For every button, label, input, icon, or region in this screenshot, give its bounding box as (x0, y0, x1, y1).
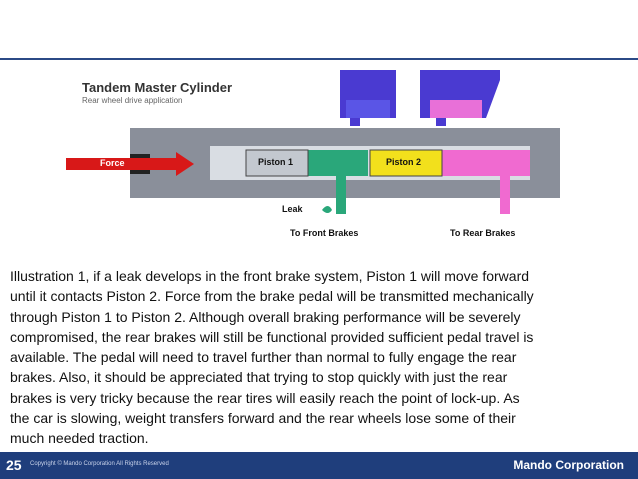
front-chamber-fluid (298, 150, 368, 176)
diagram-title: Tandem Master Cylinder (82, 80, 233, 95)
force-arrow-shaft (66, 158, 176, 170)
rear-brakes-label: To Rear Brakes (450, 228, 516, 238)
master-cylinder-diagram: Tandem Master Cylinder Rear wheel drive … (60, 70, 580, 250)
force-label: Force (100, 158, 125, 168)
piston-1-label: Piston 1 (258, 157, 294, 167)
force-arrow-head (176, 152, 194, 176)
piston-2-label: Piston 2 (386, 157, 422, 167)
front-outlet-pipe (336, 176, 346, 214)
leak-label: Leak (282, 204, 303, 214)
rear-outlet-pipe (500, 176, 510, 214)
rear-reservoir-fluid (430, 100, 482, 118)
copyright-text: Copyright © Mando Corporation All Rights… (30, 461, 169, 467)
page-number: 25 (6, 457, 22, 473)
footer-bar: 25 Copyright © Mando Corporation All Rig… (0, 452, 638, 479)
diagram-subtitle: Rear wheel drive application (82, 96, 183, 105)
piston-2 (369, 149, 443, 177)
rear-chamber-fluid (440, 150, 530, 176)
header-divider (0, 58, 638, 60)
cylinder-illustration (66, 70, 560, 214)
brand-name: Mando Corporation (513, 458, 624, 472)
piston-1 (245, 149, 309, 177)
leak-drop (322, 206, 332, 213)
front-brakes-label: To Front Brakes (290, 228, 359, 238)
front-reservoir-fluid (346, 100, 390, 118)
explanation-text: Illustration 1, if a leak develops in th… (10, 268, 534, 447)
